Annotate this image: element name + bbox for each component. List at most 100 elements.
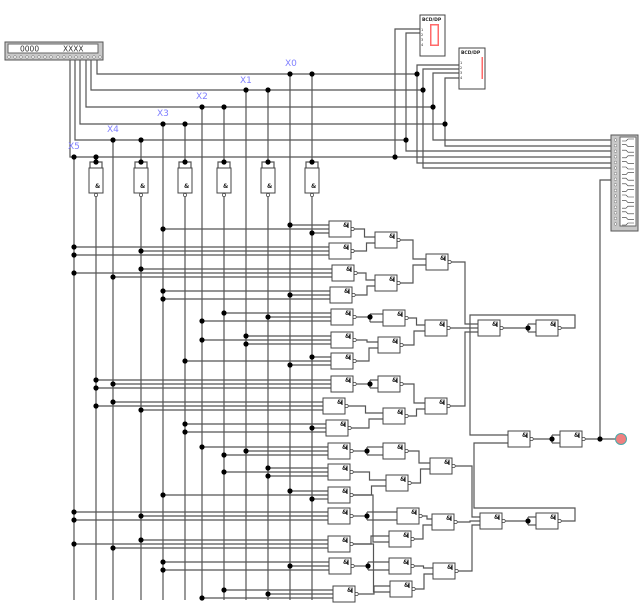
nand-gate[interactable]: &: [330, 331, 357, 349]
panel-pin: [25, 55, 29, 59]
nand-gate[interactable]: &: [389, 580, 416, 598]
inverting-bubble: [557, 326, 562, 330]
gate-symbol: &: [342, 509, 347, 516]
inverting-bubble: [396, 238, 401, 242]
seven-segment-digit: [430, 24, 439, 46]
nand-gate[interactable]: &: [535, 319, 562, 337]
wire: [408, 450, 430, 464]
nand-gate[interactable]: &: [429, 457, 456, 475]
junction-dot: [367, 381, 373, 387]
inverter-gate[interactable]: &: [304, 167, 320, 197]
nand-gate[interactable]: &: [382, 442, 409, 460]
nand-gate[interactable]: &: [477, 319, 504, 337]
wire: [408, 408, 425, 417]
signal-label-x2: X2: [196, 92, 208, 102]
nand-gate[interactable]: &: [382, 407, 409, 425]
gate-symbol: &: [343, 559, 348, 566]
nand-gate[interactable]: &: [331, 264, 358, 282]
probe-pin[interactable]: [613, 194, 618, 198]
probe-pin[interactable]: [613, 222, 618, 226]
nand-gate[interactable]: &: [327, 507, 354, 525]
nand-gate[interactable]: &: [377, 336, 404, 354]
probe-pin[interactable]: [613, 160, 618, 164]
bcd-display-2[interactable]: BCD/DP 1 2 3 4: [458, 47, 486, 90]
probe-pin[interactable]: [613, 177, 618, 181]
nand-gate[interactable]: &: [328, 242, 355, 260]
nand-gate[interactable]: &: [432, 562, 459, 580]
gate-symbol: &: [267, 183, 272, 190]
gate-symbol: &: [550, 321, 555, 328]
nand-gate[interactable]: &: [332, 585, 359, 603]
gate-symbol: &: [140, 183, 145, 190]
inverter-gate[interactable]: &: [177, 167, 193, 197]
nand-gate[interactable]: &: [327, 442, 354, 460]
junction-dot: [442, 121, 448, 127]
inverter-gate[interactable]: &: [133, 167, 149, 197]
junction-dot: [160, 226, 166, 232]
junction-dot: [110, 399, 116, 405]
nand-gate[interactable]: &: [388, 557, 415, 575]
logic-probe-bank[interactable]: [610, 134, 639, 232]
probe-pin[interactable]: [613, 155, 618, 159]
probe-pin[interactable]: [613, 172, 618, 176]
nand-gate[interactable]: &: [535, 512, 562, 530]
nand-gate[interactable]: &: [424, 319, 451, 337]
junction-dot: [265, 159, 271, 165]
nand-gate[interactable]: &: [328, 220, 355, 238]
gate-symbol: &: [392, 377, 397, 384]
nand-gate[interactable]: &: [559, 430, 586, 448]
probe-pin[interactable]: [613, 138, 618, 142]
junction-dot: [265, 473, 271, 479]
nand-gate[interactable]: &: [385, 474, 412, 492]
nand-gate[interactable]: &: [431, 513, 458, 531]
nand-gate[interactable]: &: [425, 253, 452, 271]
nand-gate[interactable]: &: [330, 352, 357, 370]
nand-gate[interactable]: &: [374, 274, 401, 292]
inverter-gate[interactable]: &: [88, 167, 104, 197]
gate-symbol: &: [346, 266, 351, 273]
probe-pin[interactable]: [613, 149, 618, 153]
nand-gate[interactable]: &: [322, 397, 349, 415]
nand-gate[interactable]: &: [424, 397, 451, 415]
nand-gate[interactable]: &: [327, 535, 354, 553]
wire: [403, 330, 425, 346]
nand-gate[interactable]: &: [328, 557, 355, 575]
segment-e: [430, 35, 432, 46]
nand-gate[interactable]: &: [507, 430, 534, 448]
nand-gate[interactable]: &: [374, 231, 401, 249]
junction-dot: [138, 137, 144, 143]
probe-pin[interactable]: [613, 200, 618, 204]
nand-gate[interactable]: &: [396, 507, 423, 525]
nand-gate[interactable]: &: [382, 309, 409, 327]
probe-pin[interactable]: [613, 183, 618, 187]
output-led[interactable]: [615, 433, 627, 445]
nand-gate[interactable]: &: [329, 286, 356, 304]
nand-gate[interactable]: &: [330, 375, 357, 393]
bcd-display-1[interactable]: BCD/DP 1 2 3 4: [419, 14, 446, 57]
probe-waveform: [622, 161, 634, 164]
panel-pin: [19, 55, 23, 59]
pin-label: 2: [421, 33, 423, 37]
inverter-gate[interactable]: &: [260, 167, 276, 197]
probe-pin[interactable]: [613, 144, 618, 148]
probe-pin[interactable]: [613, 188, 618, 192]
nand-gate[interactable]: &: [325, 419, 352, 437]
inverting-bubble: [350, 249, 355, 253]
probe-pin[interactable]: [613, 211, 618, 215]
nand-gate[interactable]: &: [388, 530, 415, 548]
gate-symbol: &: [95, 183, 100, 190]
junction-dot: [160, 567, 166, 573]
probe-pin[interactable]: [613, 166, 618, 170]
nand-gate[interactable]: &: [479, 512, 506, 530]
nand-gate[interactable]: &: [377, 375, 404, 393]
probe-pin[interactable]: [613, 216, 618, 220]
input-switch-panel[interactable]: 0000 XXXX: [4, 41, 104, 61]
nand-gate[interactable]: &: [327, 486, 354, 504]
nand-gate[interactable]: &: [327, 463, 354, 481]
junction-dot: [71, 541, 77, 547]
probe-pin[interactable]: [613, 205, 618, 209]
segment-c: [437, 35, 439, 46]
nand-gate[interactable]: &: [330, 308, 357, 326]
gate-symbol: &: [347, 587, 352, 594]
inverter-gate[interactable]: &: [216, 167, 232, 197]
